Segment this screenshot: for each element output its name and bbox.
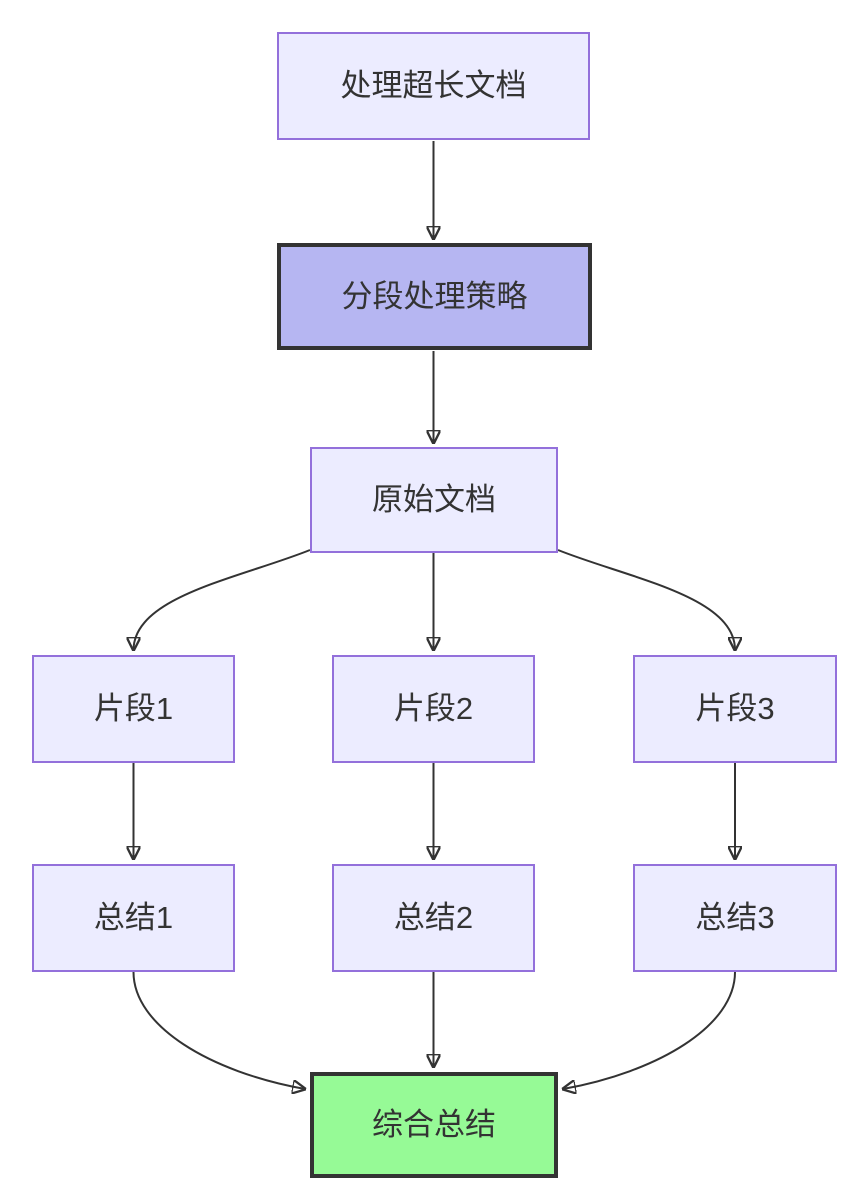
edge-doc-frag1 — [134, 549, 311, 650]
node-sum2-label: 总结2 — [393, 900, 474, 936]
edge-doc-frag3 — [557, 549, 735, 650]
node-frag1-label: 片段1 — [93, 691, 174, 727]
node-frag3: 片段3 — [633, 655, 837, 763]
node-sum2: 总结2 — [332, 864, 535, 972]
node-sum3-label: 总结3 — [695, 900, 775, 936]
node-frag1: 片段1 — [32, 655, 235, 763]
node-doc-label: 原始文档 — [372, 482, 496, 518]
node-task-label: 处理超长文档 — [340, 68, 527, 104]
edge-sum1-final — [132, 971, 306, 1089]
node-final-label: 综合总结 — [372, 1107, 496, 1143]
node-sum1: 总结1 — [32, 864, 235, 972]
node-frag2: 片段2 — [332, 655, 535, 763]
node-strategy: 分段处理策略 — [277, 243, 592, 350]
edge-sum3-final — [563, 971, 736, 1089]
node-final: 综合总结 — [310, 1072, 558, 1178]
node-sum1-label: 总结1 — [93, 900, 174, 936]
node-frag2-label: 片段2 — [393, 691, 474, 727]
node-frag3-label: 片段3 — [695, 691, 775, 727]
node-doc: 原始文档 — [310, 447, 558, 553]
node-strategy-label: 分段处理策略 — [341, 278, 528, 314]
node-task: 处理超长文档 — [277, 32, 590, 140]
node-sum3: 总结3 — [633, 864, 837, 972]
